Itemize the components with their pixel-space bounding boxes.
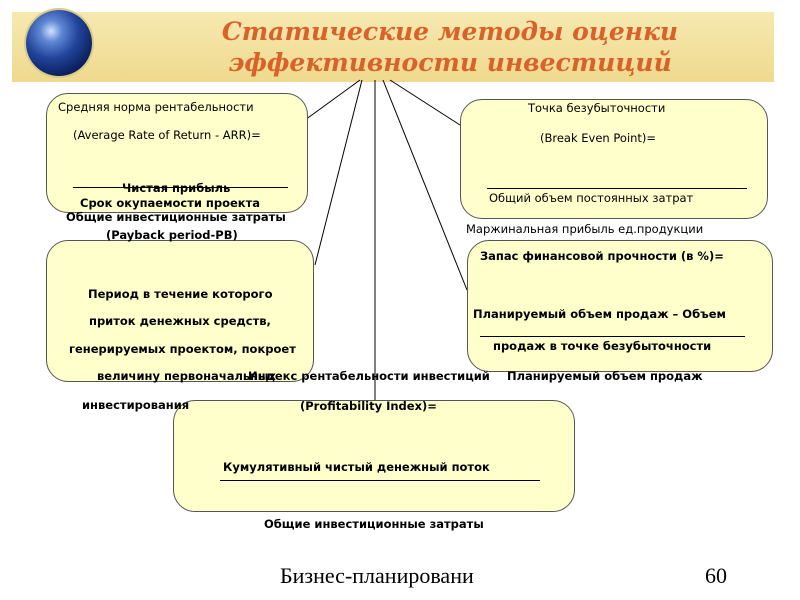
slide-title: Статические методы оценки эффективности …: [160, 16, 740, 78]
safety-title: Запас финансовой прочности (в %)=: [480, 249, 724, 263]
title-banner: [12, 12, 774, 82]
safety-numerator-line-2: продаж в точке безубыточности: [493, 339, 712, 353]
pb-body-line-5: инвестирования: [82, 398, 190, 412]
safety-fraction-line: [480, 336, 745, 337]
arr-fraction-line: [73, 187, 288, 188]
pi-numerator: Кумулятивный чистый денежный поток: [223, 460, 490, 474]
pi-denominator: Общие инвестиционные затраты: [264, 517, 484, 531]
pb-box: [46, 240, 314, 382]
pb-body-line-3: генерируемых проектом, покроет: [69, 342, 296, 356]
connector-safety: [382, 79, 468, 291]
safety-numerator-line-1: Планируемый объем продаж – Объем: [473, 307, 726, 321]
globe-icon: [26, 10, 92, 76]
slide-title-line-2: эффективности инвестиций: [228, 48, 672, 77]
pi-box: [173, 400, 575, 512]
connector-arr: [304, 79, 361, 121]
bep-numerator: Общий объем постоянных затрат: [489, 191, 694, 205]
slide-title-line-1: Статические методы оценки: [221, 17, 679, 46]
arr-numerator: Чистая прибыль: [122, 181, 231, 195]
footer-text: Бизнес-планировани: [280, 563, 474, 588]
pb-subtitle: (Payback period-PB): [106, 228, 238, 242]
pi-title: Индекс рентабельности инвестиций: [248, 369, 490, 383]
pb-body-line-4: величину первоначальных: [97, 369, 276, 383]
pb-body-line-1: Период в течение которого: [88, 287, 273, 301]
arr-title: Средняя норма рентабельности: [58, 100, 254, 114]
arr-denominator: Общие инвестиционные затраты: [66, 210, 286, 224]
pi-subtitle: (Profitability Index)=: [300, 399, 437, 413]
bep-box: [460, 99, 768, 219]
bep-fraction-line: [487, 188, 747, 189]
pi-fraction-line: [220, 480, 540, 481]
pb-body-line-2: приток денежных средств,: [89, 314, 271, 328]
bep-title: Точка безубыточности: [528, 101, 666, 115]
connector-pb: [314, 79, 363, 266]
pb-title: Срок окупаемости проекта: [80, 196, 261, 210]
bep-subtitle: (Break Even Point)=: [540, 131, 657, 145]
page-number: 60: [705, 563, 727, 588]
arr-subtitle: (Average Rate of Return - ARR)=: [73, 128, 261, 142]
connector-bep: [389, 79, 461, 126]
safety-denominator: Планируемый объем продаж: [507, 369, 703, 383]
bep-denominator: Маржинальная прибыль ед.продукции: [466, 222, 704, 236]
safety-box: [467, 240, 773, 372]
arr-box: [46, 93, 308, 213]
